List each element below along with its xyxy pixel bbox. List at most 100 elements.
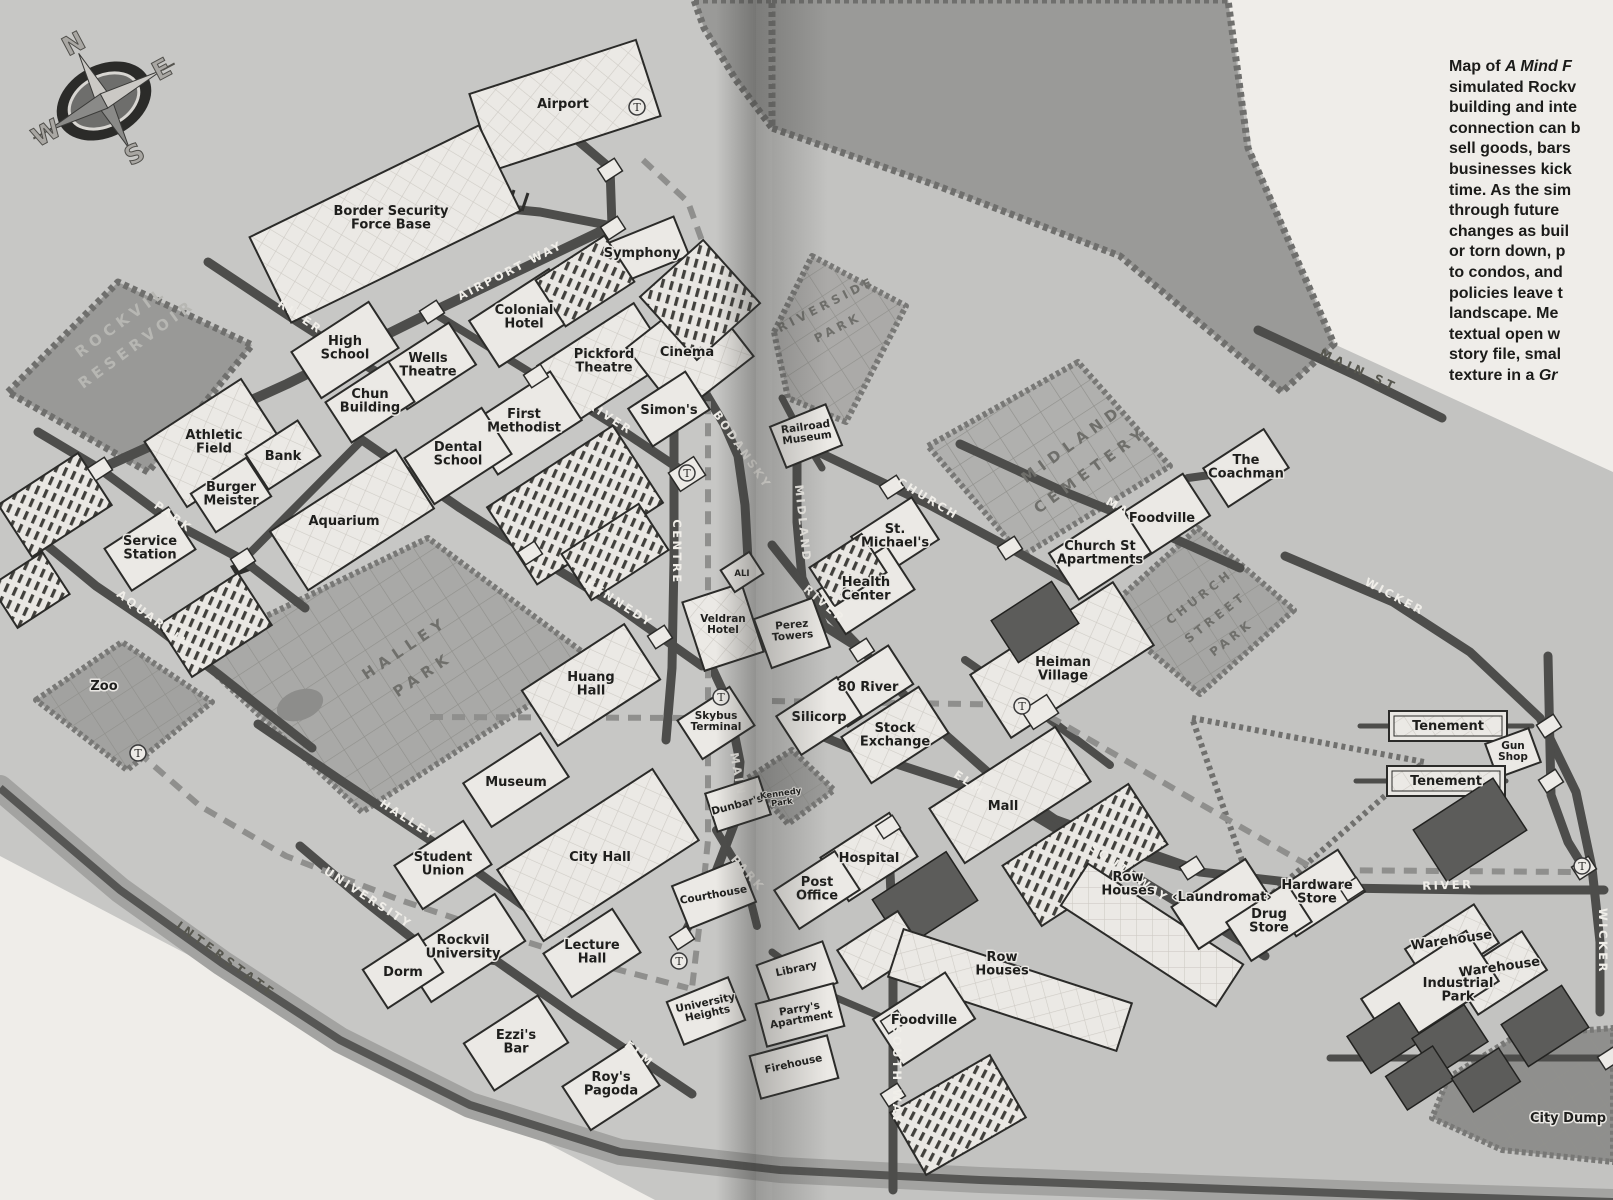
label-80-river: 80 River bbox=[838, 680, 899, 695]
building-service-station bbox=[103, 505, 197, 593]
hatch-zoo-area bbox=[33, 639, 215, 773]
svg-text:T: T bbox=[683, 467, 691, 480]
intersection-node bbox=[86, 456, 114, 482]
building-foodville-2 bbox=[871, 971, 977, 1067]
building-dark-d1 bbox=[1345, 1001, 1425, 1075]
bridge-tick-1 bbox=[520, 192, 530, 212]
label-dorm: Dorm bbox=[383, 965, 423, 980]
building-tenement-2 bbox=[1386, 765, 1506, 797]
intersection-node bbox=[879, 1082, 907, 1108]
label-bank: Bank bbox=[265, 449, 302, 464]
label-river: RIVER bbox=[1422, 877, 1474, 893]
intersection-node bbox=[879, 1009, 907, 1035]
halley-park-pond bbox=[276, 688, 324, 722]
label-tenement: Tenement bbox=[1410, 774, 1482, 789]
hatch-midland-cemetery bbox=[925, 359, 1173, 559]
intersection-node bbox=[596, 157, 624, 183]
building-city-hall bbox=[495, 767, 701, 943]
svg-text:T: T bbox=[1578, 860, 1586, 873]
intersection-node bbox=[878, 474, 906, 500]
caption-line: or torn down, p bbox=[1449, 243, 1566, 261]
building-simons bbox=[626, 370, 712, 448]
building-stock-exchange bbox=[840, 685, 950, 785]
grid-midland-cemetery bbox=[928, 362, 1170, 556]
svg-text:T: T bbox=[1018, 700, 1026, 713]
building-row-houses-2 bbox=[886, 927, 1134, 1053]
intersection-node bbox=[599, 215, 627, 241]
caption-line: time. As the sim bbox=[1449, 181, 1572, 199]
map-intersections: TTTTTTT bbox=[86, 98, 1613, 1108]
shore-rockvil-reservoir bbox=[4, 278, 256, 476]
building-museum bbox=[461, 731, 571, 829]
building-ezzis-bar bbox=[462, 994, 570, 1092]
building-church-st-apartments bbox=[1047, 505, 1153, 601]
road-aquarium-st bbox=[21, 523, 317, 753]
label-city-hall: City Hall bbox=[569, 850, 631, 865]
intersection-node bbox=[848, 637, 876, 663]
building-dark-d4 bbox=[1384, 1044, 1456, 1112]
transit-station-icon: T bbox=[1573, 857, 1591, 875]
caption-line: simulated Rockv bbox=[1449, 78, 1577, 96]
intersection-node bbox=[1338, 876, 1366, 902]
building-striped-7 bbox=[560, 502, 670, 602]
caption-line: texture in a Gr bbox=[1449, 366, 1558, 384]
building-dark-d3 bbox=[1500, 984, 1590, 1068]
building-roys-pagoda bbox=[561, 1040, 661, 1132]
road-interstate bbox=[0, 784, 1613, 1200]
caption-line: changes as buil bbox=[1449, 222, 1570, 240]
label-cinema: Cinema bbox=[660, 345, 714, 360]
building-border-security-force-base bbox=[248, 124, 522, 324]
intersection-node bbox=[874, 814, 902, 840]
needle-e-tip bbox=[161, 62, 176, 71]
building-striped-6 bbox=[0, 550, 71, 630]
road-bank-st bbox=[239, 436, 366, 564]
intersection-node bbox=[1178, 855, 1206, 881]
caption-line: businesses kick bbox=[1449, 160, 1572, 178]
intersection-node bbox=[229, 547, 257, 573]
transit-river-line bbox=[1028, 702, 1576, 875]
building-high-school bbox=[290, 300, 400, 400]
road-halley-st bbox=[253, 719, 545, 923]
building-drug-store bbox=[1224, 881, 1314, 963]
needle-w bbox=[45, 93, 109, 133]
road-elm-st-left bbox=[493, 957, 697, 1099]
building-striped-4 bbox=[156, 571, 274, 679]
label-aquarium: Aquarium bbox=[308, 514, 379, 529]
label-foodville: Foodville bbox=[1129, 511, 1195, 526]
label-zoo: Zoo bbox=[90, 679, 117, 694]
intersection-node bbox=[522, 363, 550, 389]
label-symphony: Symphony bbox=[604, 246, 681, 261]
svg-text:T: T bbox=[675, 955, 683, 968]
caption-line: building and inte bbox=[1449, 99, 1577, 117]
caption-line: through future bbox=[1449, 202, 1560, 220]
building-burger-meister bbox=[189, 456, 273, 534]
label-museum: Museum bbox=[485, 775, 547, 790]
svg-text:T: T bbox=[134, 747, 142, 760]
label-hospital: Hospital bbox=[839, 851, 900, 866]
intersection-node bbox=[418, 299, 446, 325]
building-dental-school bbox=[403, 406, 513, 506]
caption-line: sell goods, bars bbox=[1449, 140, 1571, 158]
building-aquarium bbox=[268, 448, 436, 592]
caption-line: textual open w bbox=[1449, 325, 1561, 343]
label-foodville: Foodville bbox=[891, 1013, 957, 1028]
label-city-dump: City Dump bbox=[1530, 1111, 1606, 1126]
caption-line: to condos, and bbox=[1449, 263, 1563, 281]
intersection-node bbox=[996, 535, 1024, 561]
